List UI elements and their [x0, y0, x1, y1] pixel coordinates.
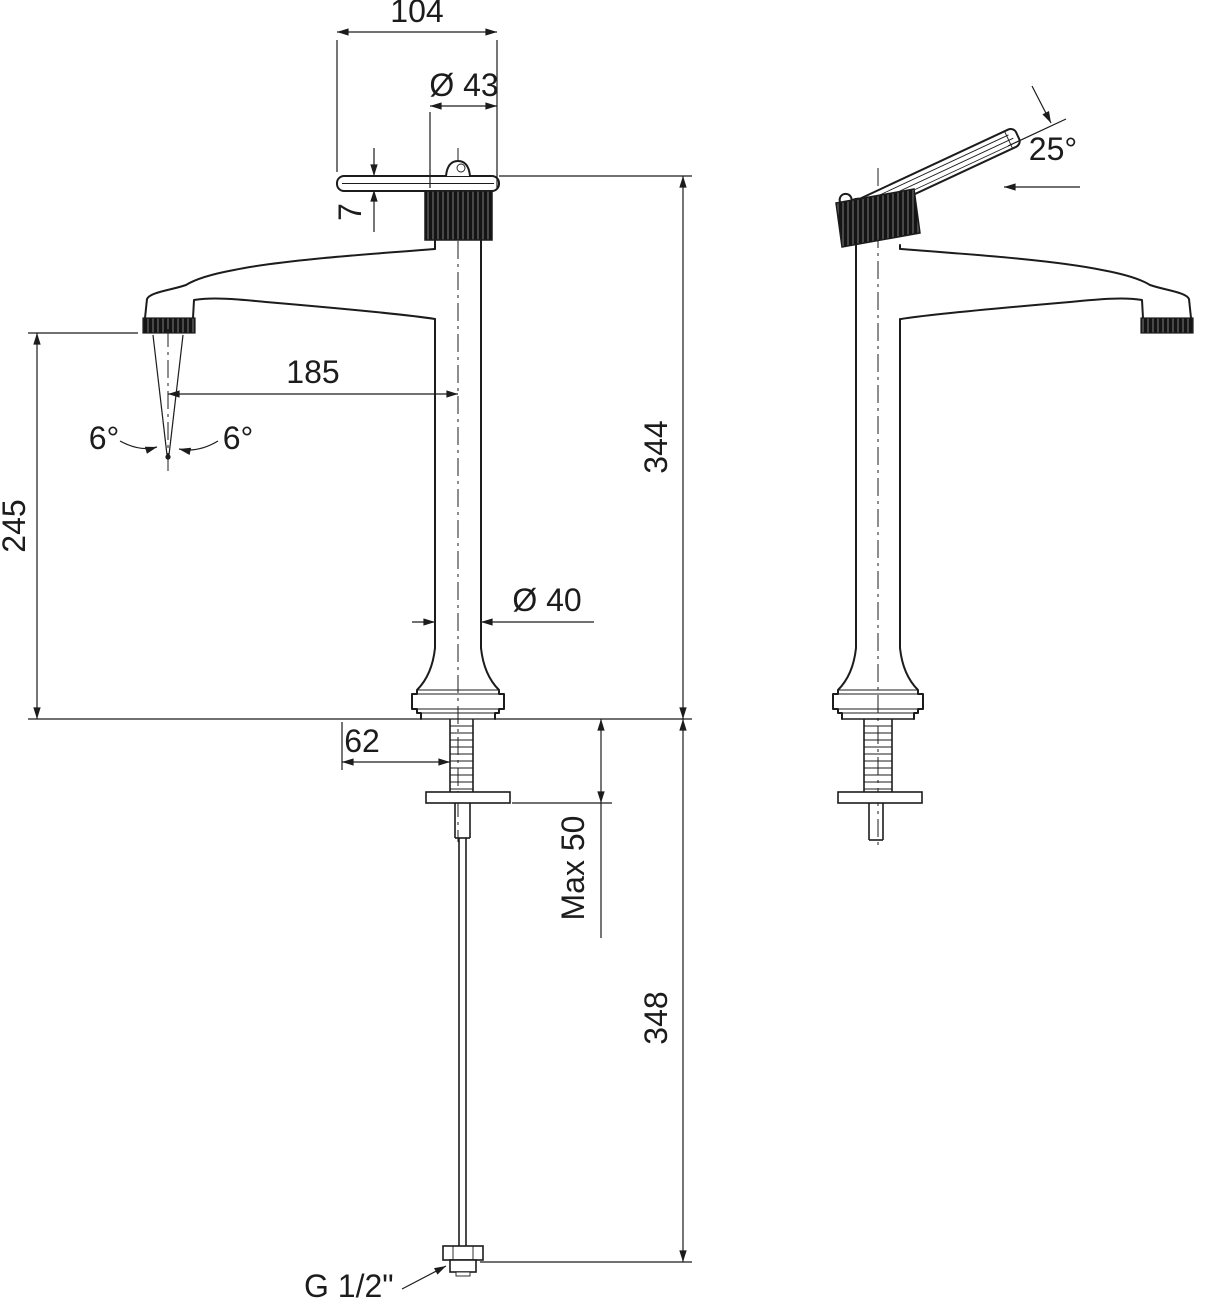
- side-knurled-collar: [835, 188, 921, 248]
- dim-label-348: 348: [638, 991, 674, 1044]
- dimension-spray-angles: 6° 6°: [89, 420, 254, 456]
- dim-label-245: 245: [0, 499, 32, 552]
- front-view-drawing: [142, 148, 511, 1277]
- dim-label-diameter-43: Ø 43: [429, 67, 498, 103]
- front-knurled-collar: [424, 190, 493, 241]
- dim-label-6deg-left: 6°: [89, 420, 120, 456]
- dimension-lever-angle: 25°: [1003, 85, 1080, 191]
- front-thread-ticks: [450, 725, 473, 790]
- dimension-plate-thickness: 7: [332, 148, 378, 232]
- dim-label-344: 344: [638, 420, 674, 473]
- front-body: [434, 239, 482, 649]
- dim-label-diameter-40: Ø 40: [512, 582, 581, 618]
- dim-label-62: 62: [344, 723, 380, 759]
- dim-label-g-half-inch: G 1/2": [304, 1268, 394, 1304]
- side-spout: [900, 248, 1194, 334]
- side-clamp-plate: [837, 791, 923, 804]
- front-connection-nut: [442, 1245, 484, 1277]
- side-view-drawing: 25°: [832, 85, 1194, 845]
- dim-label-max-50: Max 50: [555, 816, 591, 921]
- dimension-spout-reach: 185: [167, 354, 459, 398]
- dimension-spout-height: 245: [0, 332, 138, 720]
- front-handle-plate: [336, 160, 500, 192]
- front-mounting-hardware: [425, 719, 511, 839]
- dim-label-6deg-right: 6°: [223, 420, 254, 456]
- dimension-below-deck-height: 348: [480, 718, 692, 1263]
- front-aerator: [142, 317, 196, 334]
- dimension-max-mounting-thickness: Max 50: [512, 718, 612, 938]
- dimension-connection-thread: G 1/2": [304, 1265, 447, 1304]
- side-aerator: [1140, 317, 1194, 334]
- dimension-base-width: 62: [341, 722, 451, 770]
- side-body: [855, 244, 901, 649]
- dim-label-104: 104: [390, 0, 443, 29]
- side-base: [832, 647, 924, 720]
- dimension-body-diameter: Ø 40: [412, 582, 594, 626]
- front-spout: [142, 248, 436, 334]
- dim-label-7: 7: [332, 203, 368, 221]
- dimension-top-width: 104: [336, 0, 498, 188]
- front-clamp-plate: [425, 791, 511, 804]
- side-mounting-hardware: [837, 719, 923, 841]
- front-supply-hose: [458, 838, 467, 1246]
- handle-indicator-dot: [456, 163, 466, 173]
- dim-label-25deg: 25°: [1029, 131, 1077, 167]
- dimension-total-height: 344: [499, 175, 692, 720]
- dim-label-185: 185: [286, 354, 339, 390]
- dimension-handle-diameter: Ø 43: [429, 67, 499, 188]
- front-base: [411, 647, 505, 720]
- side-thread-ticks: [864, 725, 892, 790]
